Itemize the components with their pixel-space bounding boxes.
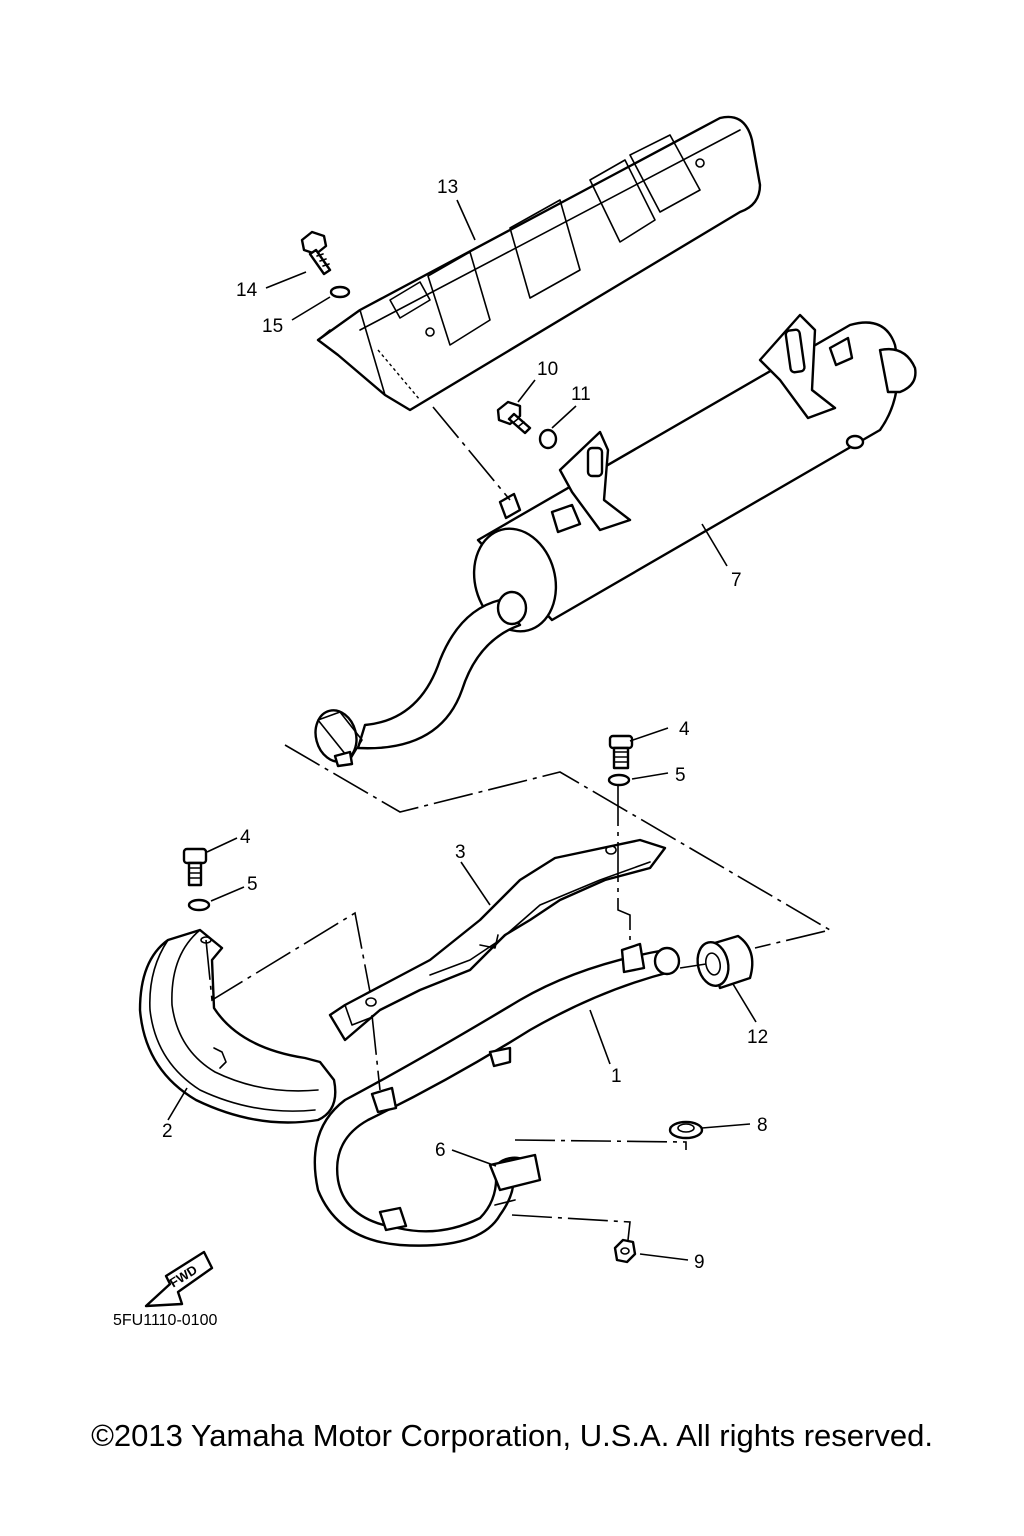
callout-5-left: 5	[247, 874, 258, 895]
part-12-gasket	[696, 934, 754, 990]
part-4-bolt-right	[608, 734, 634, 770]
callout-9: 9	[694, 1252, 705, 1273]
callout-3: 3	[455, 842, 466, 863]
part-1-exhaust-pipe	[313, 942, 681, 1247]
callout-15: 15	[262, 316, 283, 337]
callout-4-left: 4	[240, 827, 251, 848]
drawing-code: 5FU1110-0100	[113, 1312, 217, 1329]
part-8-gasket	[668, 1120, 704, 1140]
part-4-bolt-left	[182, 847, 208, 887]
callout-10: 10	[537, 359, 558, 380]
leader-lines	[167, 199, 757, 1261]
fwd-arrow-icon: FWD	[144, 1250, 214, 1308]
callout-7: 7	[731, 570, 742, 591]
exhaust-parts-diagram: 13 14 15 10 11 7 4 5 3 4 5 12 1 2 8 6 9 …	[113, 115, 917, 1329]
callout-11: 11	[571, 384, 591, 405]
part-9-nut	[613, 1238, 637, 1264]
callout-6: 6	[435, 1140, 446, 1161]
callout-14: 14	[236, 280, 258, 301]
part-11-washer	[538, 428, 558, 450]
part-13-heat-protector	[316, 115, 762, 412]
callout-labels: 13 14 15 10 11 7 4 5 3 4 5 12 1 2 8 6 9	[162, 177, 768, 1273]
part-5-washer-right	[607, 773, 631, 787]
part-3-protector	[328, 838, 667, 1042]
part-15-washer	[329, 285, 351, 299]
assembly-lines	[205, 349, 833, 1241]
callout-12: 12	[747, 1027, 768, 1048]
part-7-muffler	[314, 313, 917, 768]
part-5-washer-left	[187, 898, 211, 912]
callout-8: 8	[757, 1115, 768, 1136]
part-2-protector	[138, 928, 337, 1124]
part-14-bolt	[300, 230, 332, 276]
part-10-bolt	[496, 400, 532, 435]
callout-5-right: 5	[675, 765, 686, 786]
copyright-notice: ©2013 Yamaha Motor Corporation, U.S.A. A…	[91, 1418, 933, 1453]
callout-13: 13	[437, 177, 458, 198]
callout-2: 2	[162, 1121, 173, 1142]
callout-4-right: 4	[679, 719, 690, 740]
callout-1: 1	[611, 1066, 622, 1087]
